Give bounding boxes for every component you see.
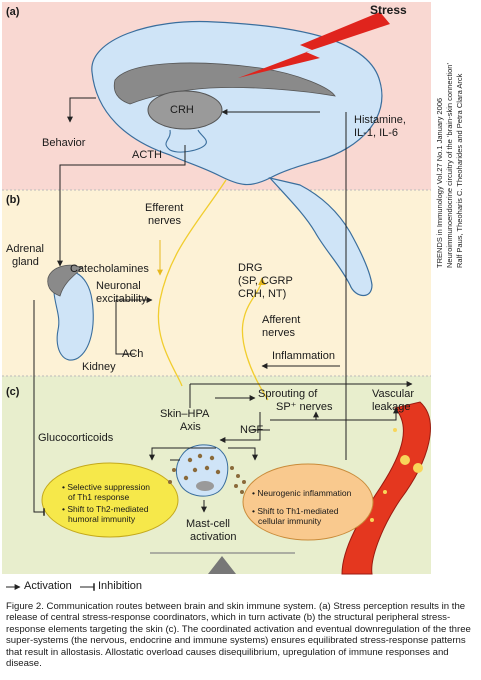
efferent-label-1: Efferent — [145, 202, 184, 214]
glucocorticoids-label: Glucocorticoids — [38, 432, 114, 444]
ach-label: ACh — [122, 348, 144, 360]
drg-label-3: CRH, NT) — [238, 288, 287, 300]
behavior-label: Behavior — [42, 137, 86, 149]
il-label: IL-1, IL-6 — [354, 127, 399, 139]
drg-label-1: DRG — [238, 262, 263, 274]
legend-inhibition: Inhibition — [98, 580, 143, 592]
citation-block: TRENDS in Immunology Vol.27 No.1 January… — [433, 6, 473, 268]
right-ellipse-line-1: • Neurogenic inflammation — [252, 488, 352, 498]
efferent-nerve — [157, 179, 227, 387]
left-ellipse-line-4: humoral immunity — [68, 514, 136, 524]
figure-caption: Figure 2. Communication routes between b… — [6, 601, 471, 670]
right-ellipse-line-3: cellular immunity — [258, 516, 322, 526]
citation-line-2: Neuroimmunoendocrine circuitry of the ‘b… — [445, 62, 454, 268]
right-ellipse — [242, 463, 374, 541]
stress-label: Stress — [370, 3, 407, 17]
kidney-label: Kidney — [82, 361, 116, 373]
arrows — [33, 97, 413, 516]
balance-triangle-icon — [208, 556, 236, 574]
afferent-label-1: Afferent — [262, 314, 301, 326]
citation-line-3: Ralf Paus, Theoharis C. Theoharides and … — [455, 73, 464, 268]
citation-line-1: TRENDS in Immunology Vol.27 No.1 January… — [435, 97, 444, 268]
vascular-label-1: Vascular — [372, 388, 414, 400]
efferent-label-2: nerves — [148, 215, 182, 227]
adrenal-label-1: Adrenal — [6, 243, 44, 255]
section-a-label: (a) — [6, 6, 20, 18]
kidney-illustration — [47, 264, 94, 361]
left-ellipse-line-2: of Th1 response — [68, 492, 130, 502]
histamine-label: Histamine, — [354, 114, 406, 126]
skin-hpa-label-2: Axis — [180, 421, 201, 433]
blood-vessel — [341, 401, 431, 575]
left-ellipse-line-1: • Selective suppression — [62, 482, 151, 492]
drg-label-2: (SP, CGRP — [238, 275, 293, 287]
neuronal-label-1: Neuronal — [96, 280, 141, 292]
left-ellipse — [41, 462, 179, 538]
mast-cell-illustration — [168, 444, 246, 497]
sprouting-label-2: SP⁺ nerves — [276, 401, 333, 413]
neuronal-label-2: excitability — [96, 293, 147, 305]
afferent-label-2: nerves — [262, 327, 296, 339]
vessel-cells — [370, 428, 423, 522]
skin-hpa-label-1: Skin–HPA — [160, 408, 210, 420]
crh-label: CRH — [170, 104, 194, 116]
afferent-nerve — [241, 277, 269, 401]
mast-cell-label-1: Mast-cell — [186, 518, 231, 530]
acth-label: ACTH — [132, 149, 162, 161]
ngf-label: NGF — [240, 424, 264, 436]
legend-activation: Activation — [24, 580, 72, 592]
section-b-label: (b) — [6, 194, 21, 206]
vascular-label-2: leakage — [372, 401, 411, 413]
left-ellipse-line-3: • Shift to Th2-mediated — [62, 504, 149, 514]
right-ellipse-line-2: • Shift to Th1-mediated — [252, 506, 339, 516]
inflammation-label: Inflammation — [272, 350, 335, 362]
catecholamines-label: Catecholamines — [70, 263, 149, 275]
sprouting-label-1: Sprouting of — [258, 388, 318, 400]
mast-cell-label-2: activation — [190, 531, 237, 543]
stress-lightning-icon — [238, 12, 390, 78]
section-c-label: (c) — [6, 386, 20, 398]
adrenal-label-2: gland — [12, 256, 39, 268]
